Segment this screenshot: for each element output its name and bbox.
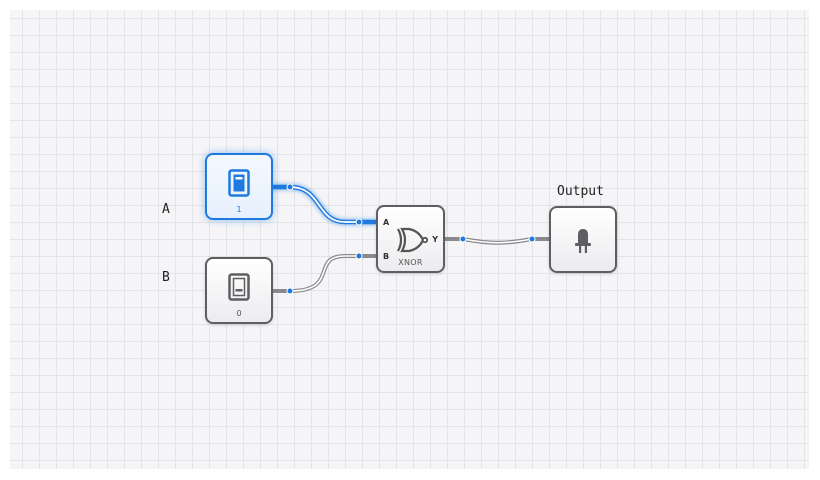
output-led[interactable] bbox=[549, 206, 617, 273]
input-b-value: 0 bbox=[236, 309, 242, 318]
input-switch-a[interactable]: 1 bbox=[205, 153, 273, 220]
gate-pin-a[interactable]: A bbox=[383, 218, 390, 227]
input-a-value: 1 bbox=[236, 205, 242, 214]
gate-pin-y[interactable]: Y bbox=[432, 235, 438, 244]
led-icon bbox=[575, 229, 591, 253]
connection-dots[interactable] bbox=[286, 183, 536, 295]
input-b-label: B bbox=[162, 270, 170, 285]
gate-pin-b[interactable]: B bbox=[383, 252, 390, 261]
xnor-gate-icon bbox=[397, 227, 428, 253]
toggle-switch-on-icon bbox=[228, 169, 250, 197]
output-label: Output bbox=[557, 184, 604, 199]
xnor-gate[interactable]: A B Y XNOR bbox=[376, 205, 445, 273]
toggle-switch-off-icon bbox=[228, 273, 250, 301]
gate-type-label: XNOR bbox=[398, 258, 423, 267]
input-switch-b[interactable]: 0 bbox=[205, 257, 273, 324]
input-a-label: A bbox=[162, 202, 170, 217]
wire-a-to-gate[interactable] bbox=[272, 184, 376, 225]
wire-b-to-gate[interactable] bbox=[272, 254, 376, 293]
